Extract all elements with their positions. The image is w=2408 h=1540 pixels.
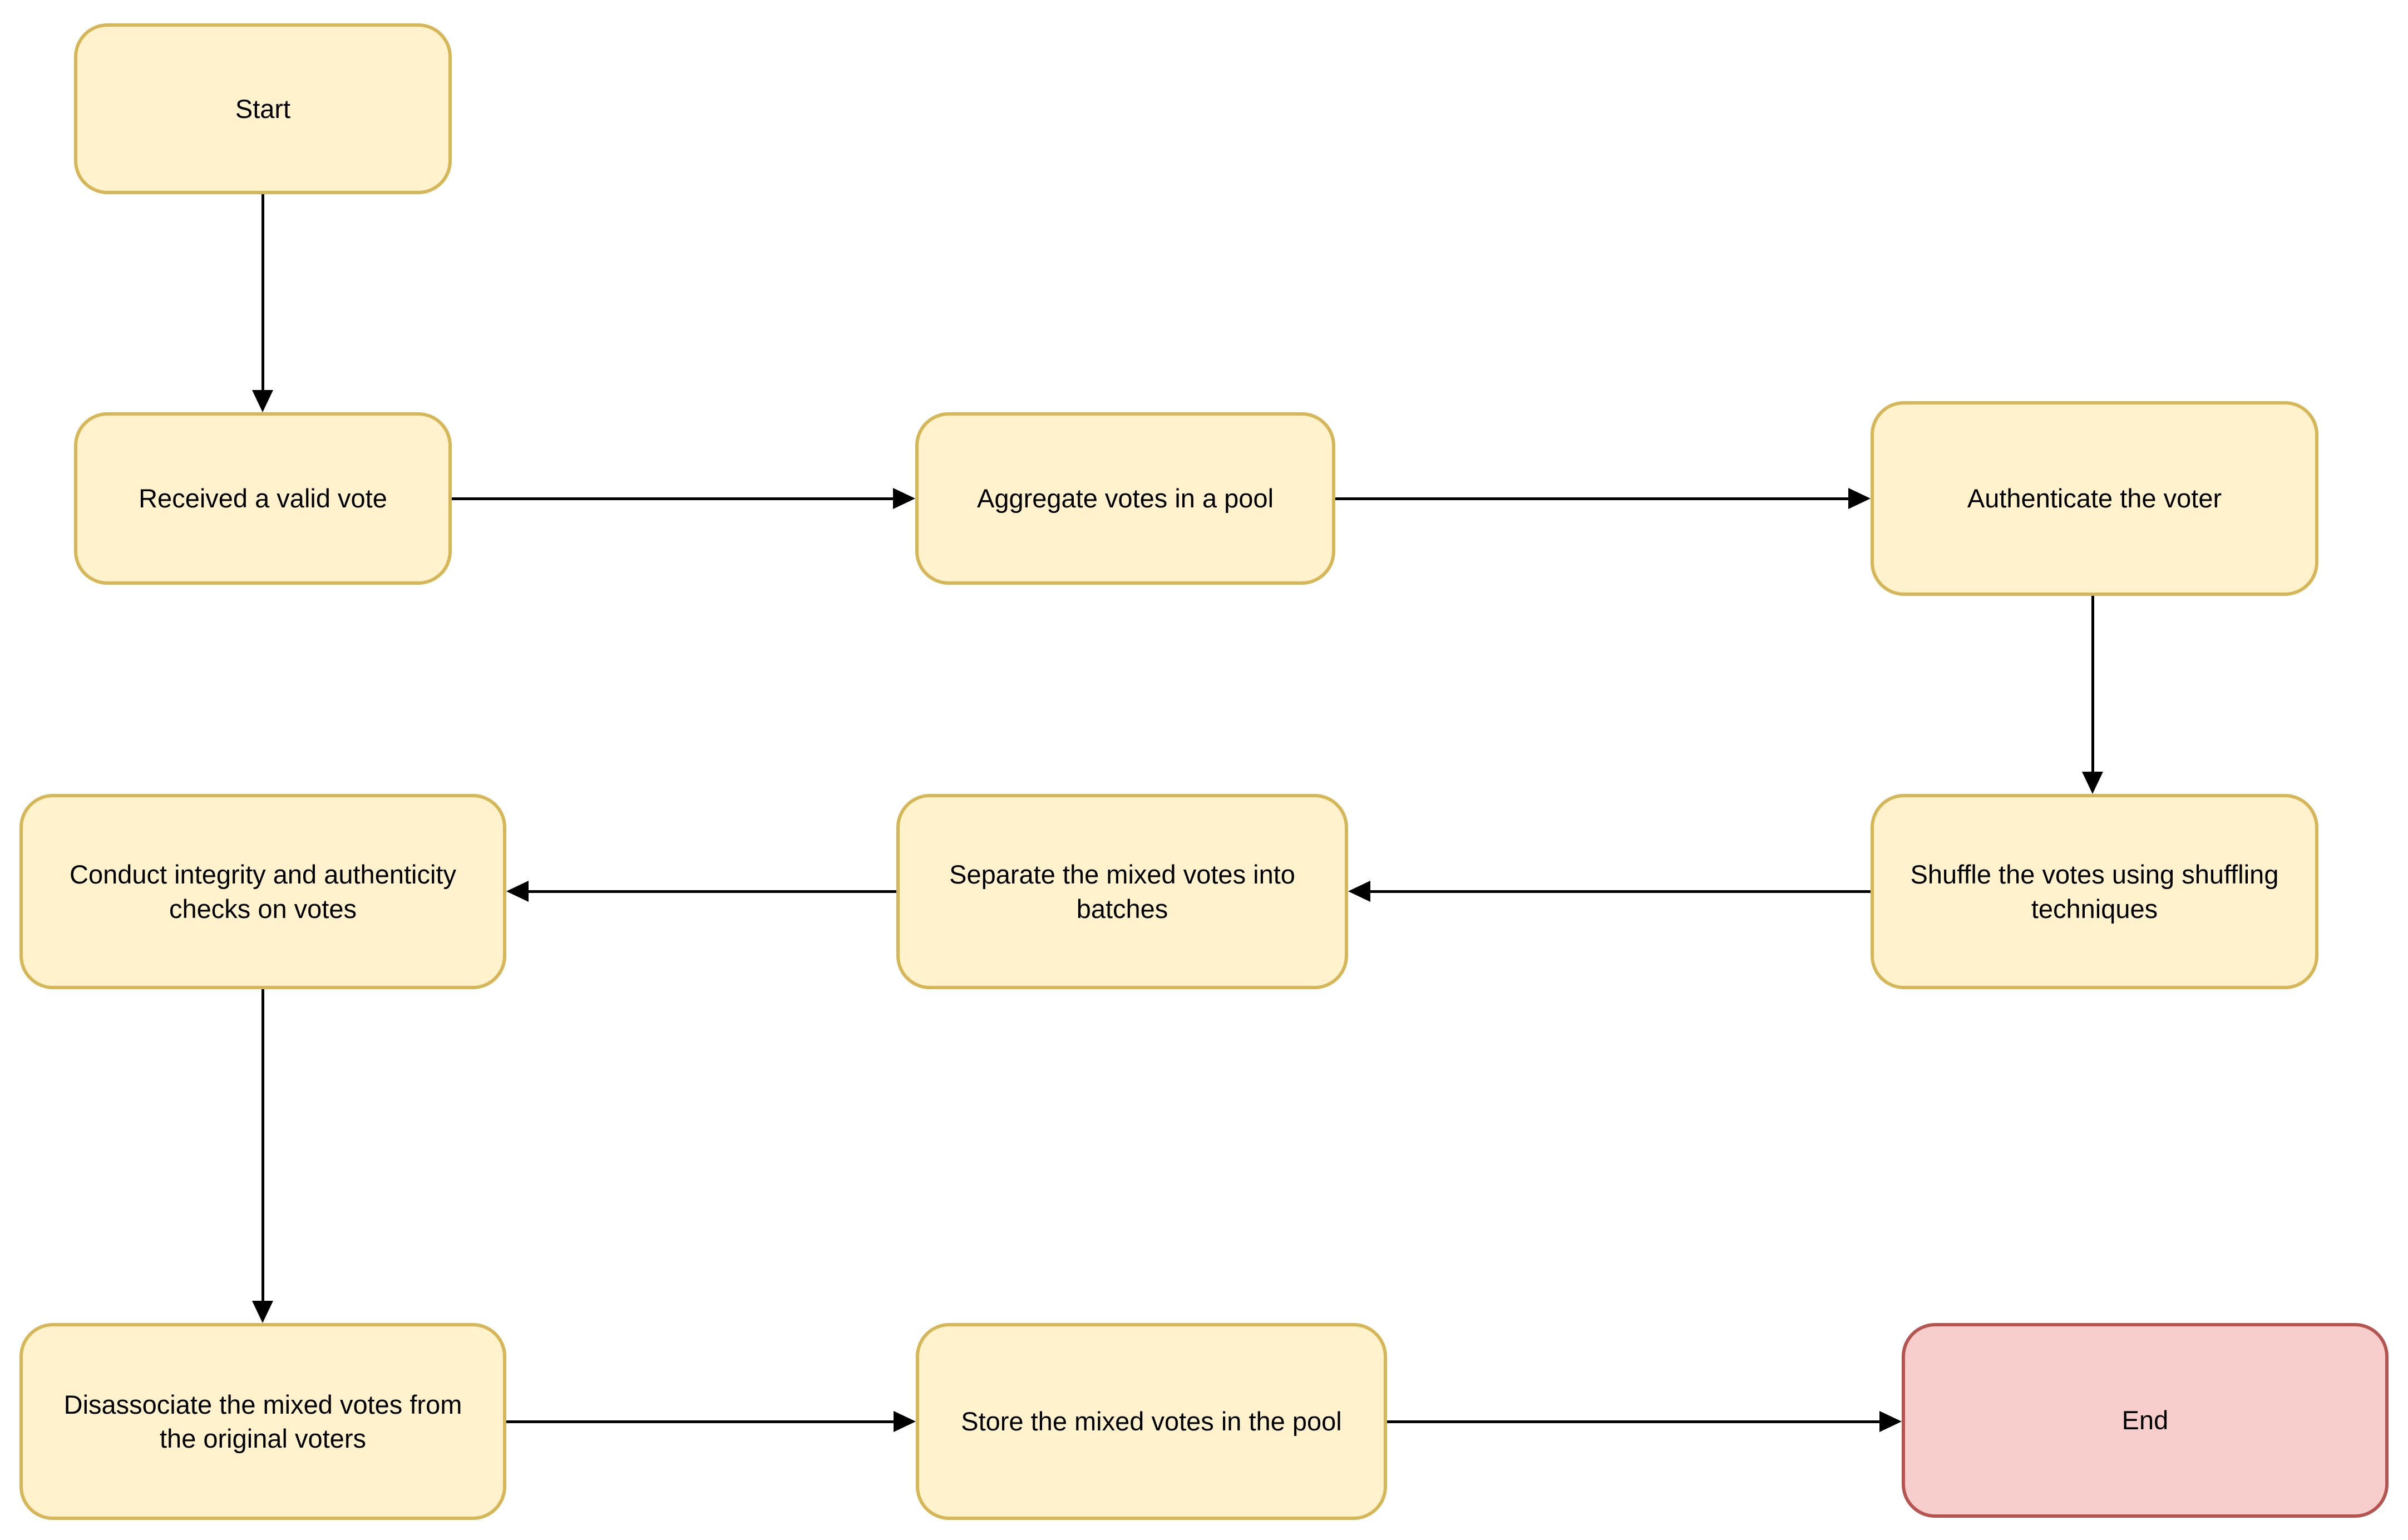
arrow-shuffle-to-separate-head-icon [1348,881,1370,902]
node-authenticate: Authenticate the voter [1871,401,2318,596]
arrow-disassociate-to-store-head-icon [894,1411,916,1432]
node-start: Start [74,23,452,194]
node-received: Received a valid vote [74,412,452,585]
node-authenticate-label: Authenticate the voter [1967,483,2222,514]
arrow-store-to-end-head-icon [1879,1411,1902,1432]
node-shuffle: Shuffle the votes using shuffling techni… [1871,794,2318,989]
node-disassociate: Disassociate the mixed votes from the or… [19,1323,506,1520]
node-store: Store the mixed votes in the pool [916,1323,1387,1520]
arrow-conduct-to-disassociate-line [261,989,264,1301]
node-separate: Separate the mixed votes into batches [896,794,1348,989]
node-disassociate-label: Disassociate the mixed votes from the or… [63,1389,462,1453]
arrow-aggregate-to-authenticate-line [1335,497,1848,500]
arrow-authenticate-to-shuffle-head-icon [2082,772,2103,794]
arrow-start-to-received-head-icon [252,390,273,412]
node-shuffle-label: Shuffle the votes using shuffling techni… [1910,860,2279,924]
arrow-store-to-end-line [1387,1420,1879,1423]
node-end: End [1902,1323,2389,1518]
arrow-disassociate-to-store-line [506,1420,894,1423]
arrow-received-to-aggregate-line [452,497,893,500]
arrow-conduct-to-disassociate-head-icon [252,1301,273,1323]
arrow-shuffle-to-separate-line [1370,890,1871,893]
node-end-label: End [2121,1405,2169,1435]
node-aggregate: Aggregate votes in a pool [915,412,1335,585]
node-store-label: Store the mixed votes in the pool [961,1406,1342,1437]
node-start-label: Start [235,93,291,124]
arrow-start-to-received-line [261,194,264,390]
arrow-authenticate-to-shuffle-line [2091,596,2094,772]
node-conduct: Conduct integrity and authenticity check… [19,794,506,989]
arrow-separate-to-conduct-line [529,890,896,893]
arrow-received-to-aggregate-head-icon [893,488,915,509]
arrow-separate-to-conduct-head-icon [506,881,529,902]
node-separate-label: Separate the mixed votes into batches [949,860,1295,924]
node-aggregate-label: Aggregate votes in a pool [976,483,1274,514]
node-conduct-label: Conduct integrity and authenticity check… [70,860,456,924]
arrow-aggregate-to-authenticate-head-icon [1848,488,1871,509]
node-received-label: Received a valid vote [139,483,387,514]
